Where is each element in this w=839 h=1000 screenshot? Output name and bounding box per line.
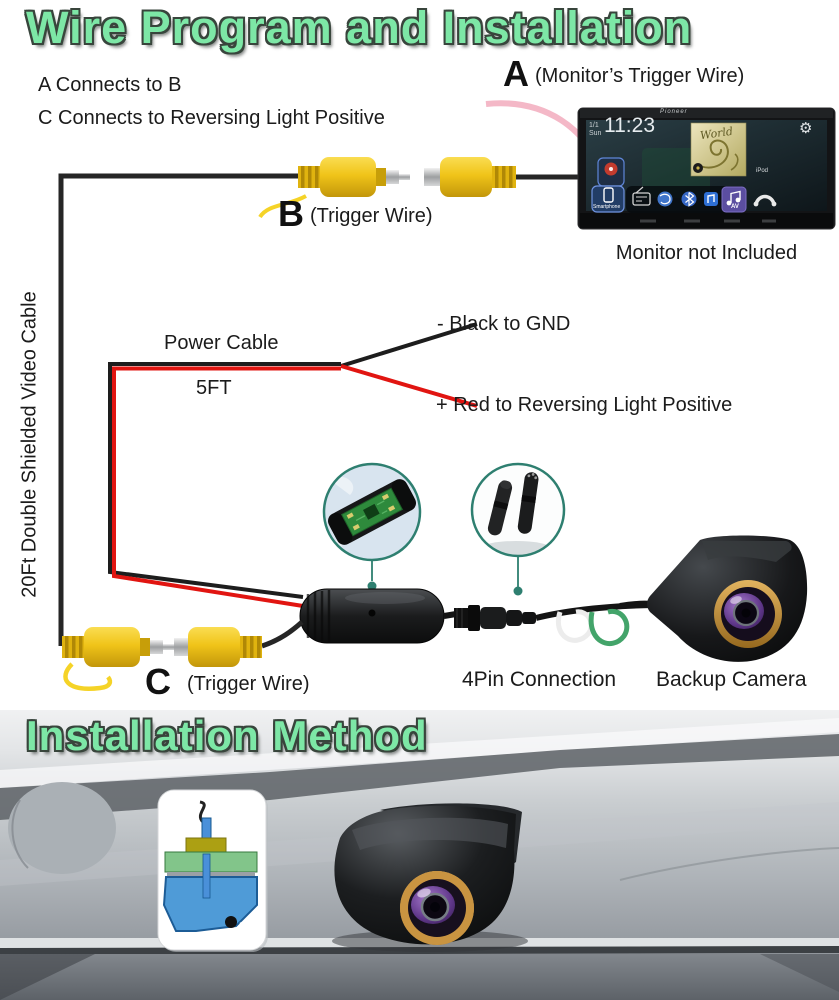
power-black-run xyxy=(108,362,341,599)
browser-icon xyxy=(657,191,673,207)
install-schematic-card xyxy=(157,789,268,952)
page-title: Wire Program and Installation xyxy=(26,2,693,53)
white-loop-wire xyxy=(555,609,594,643)
label-b-text: (Trigger Wire) xyxy=(310,205,433,227)
wiring-diagram-art xyxy=(58,100,836,691)
label-b: B (Trigger Wire) xyxy=(278,196,433,232)
label-a-text: (Monitor’s Trigger Wire) xyxy=(535,65,745,87)
power-cable-length: 5FT xyxy=(196,377,232,399)
rca-male-b xyxy=(298,157,410,197)
fourpin-assembly xyxy=(443,602,653,647)
icon-bar xyxy=(626,186,747,213)
bluetooth-icon xyxy=(681,191,697,207)
monitor-caption: Monitor not Included xyxy=(615,242,798,264)
lower-panel xyxy=(0,954,839,1000)
backup-camera-art xyxy=(619,535,808,662)
trigger-pigtail-b xyxy=(258,194,307,219)
gnd-wire xyxy=(340,322,478,368)
screen-date-day: 1/1 xyxy=(589,122,599,129)
schematic-light-rays xyxy=(224,916,258,948)
monitor-brand: Pioneer xyxy=(660,109,688,115)
filter-module xyxy=(299,588,445,644)
pcb-callout xyxy=(322,462,422,591)
reversing-label: + Red to Reversing Light Positive xyxy=(436,394,733,416)
ipod-label: iPod xyxy=(756,168,769,174)
label-c: C (Trigger Wire) xyxy=(145,664,310,700)
rca-c-to-module-lead xyxy=(261,620,304,649)
mounted-camera xyxy=(334,803,522,945)
panel-highlight xyxy=(0,718,839,788)
power-cable-label: Power Cable xyxy=(164,332,279,354)
apps-tile xyxy=(597,157,625,187)
fourpin-label: 4Pin Connection xyxy=(462,668,617,691)
video-cable-label: 20Ft Double Shielded Video Cable xyxy=(18,291,41,598)
gear-icon: ⚙ xyxy=(799,119,813,137)
note-a-connects: A Connects to B xyxy=(38,74,182,96)
trigger-pigtail-c xyxy=(63,662,113,691)
smartphone-tile xyxy=(591,185,625,213)
backup-camera-label: Backup Camera xyxy=(656,668,807,691)
av-label: AV xyxy=(731,204,739,210)
schematic-panel xyxy=(164,851,258,873)
rca-female-b xyxy=(424,157,516,197)
rca-female-c xyxy=(174,627,262,667)
label-c-letter: C xyxy=(145,661,171,702)
connector-callout xyxy=(470,462,566,596)
handle-recess xyxy=(8,782,116,874)
power-red-run xyxy=(112,366,341,608)
video-cable-line xyxy=(58,173,302,646)
note-c-connects: C Connects to Reversing Light Positive xyxy=(38,107,385,129)
label-c-text: (Trigger Wire) xyxy=(187,673,310,695)
reversing-wire xyxy=(340,364,478,408)
installation-photo: Installation Method xyxy=(0,710,839,1000)
label-b-letter: B xyxy=(278,193,304,234)
monitor-chin xyxy=(580,213,833,228)
gnd-label: - Black to GND xyxy=(437,313,571,335)
schematic-lens xyxy=(225,916,237,928)
rca-male-c xyxy=(62,627,174,667)
media-app-icon xyxy=(704,192,718,206)
label-a: A (Monitor’s Trigger Wire) xyxy=(503,56,744,92)
radio-icon xyxy=(632,186,651,206)
monitor xyxy=(577,107,836,230)
phone-icon xyxy=(753,194,777,207)
power-cable xyxy=(108,322,478,608)
green-loop-wire xyxy=(588,608,630,647)
smartphone-label: Smartphone xyxy=(593,204,621,210)
label-a-letter: A xyxy=(503,53,529,94)
av-tile xyxy=(721,186,747,213)
screen-clock: 11:23 xyxy=(604,114,655,137)
installation-photo-art xyxy=(0,718,839,1000)
album-art xyxy=(690,122,747,177)
install-title: Installation Method xyxy=(26,712,428,759)
screen-date-weekday: Sun xyxy=(589,130,602,137)
